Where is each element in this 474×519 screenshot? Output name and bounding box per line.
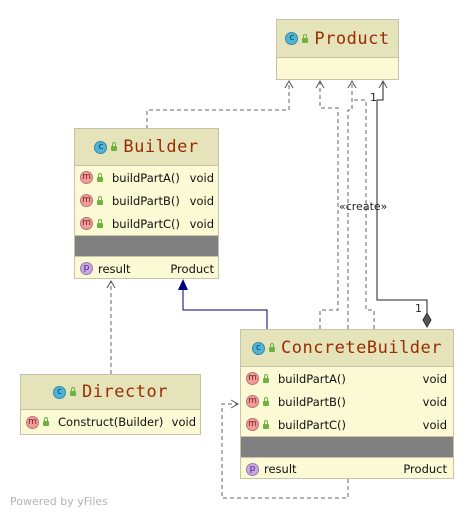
concrete-product-dependency-1 — [315, 79, 339, 329]
field-row: p result Product — [75, 256, 218, 280]
field-name: result — [264, 462, 297, 476]
class-header: c ConcreteBuilder — [241, 330, 453, 367]
public-lock-icon — [97, 172, 103, 182]
composition-diamond — [422, 311, 432, 329]
yfiles-credit: Powered by yFiles — [10, 495, 108, 508]
public-lock-icon — [268, 343, 275, 352]
method-name: buildPartB() — [278, 394, 346, 409]
class-builder[interactable]: c Builder m buildPartA() void m buildPar… — [74, 128, 219, 279]
public-lock-icon — [43, 417, 49, 426]
class-icon: c — [53, 385, 67, 399]
multiplicity-product: 1 — [370, 91, 377, 104]
class-concrete-builder[interactable]: c ConcreteBuilder m buildPartA() void m … — [240, 329, 454, 479]
field-type: Product — [170, 261, 214, 276]
method-name: buildPartC() — [278, 417, 346, 432]
method-row: m buildPartA() void — [241, 367, 453, 390]
class-header: c Director — [21, 375, 200, 410]
composition-link — [376, 79, 428, 319]
field-type: Product — [403, 462, 447, 476]
method-name: Construct(Builder) — [58, 415, 164, 429]
method-row: m buildPartC() void — [241, 413, 453, 436]
class-product[interactable]: c Product — [276, 19, 399, 80]
create-stereotype-label: «create» — [339, 200, 388, 213]
method-type: void — [422, 394, 447, 409]
method-row: m buildPartB() void — [241, 390, 453, 413]
method-icon: m — [246, 395, 259, 408]
method-icon: m — [80, 194, 93, 207]
method-icon: m — [80, 171, 93, 184]
method-icon: m — [80, 217, 93, 230]
public-lock-icon — [263, 373, 269, 383]
public-lock-icon — [97, 195, 103, 205]
method-row: m buildPartA() void — [75, 166, 218, 189]
public-lock-icon — [97, 218, 103, 228]
field-name: result — [98, 261, 131, 276]
method-name: buildPartB() — [112, 193, 180, 208]
method-type: void — [171, 415, 196, 429]
multiplicity-builder: 1 — [415, 302, 422, 315]
method-row: m buildPartC() void — [75, 212, 218, 235]
method-type: void — [189, 193, 214, 208]
inheritance-line — [182, 289, 268, 329]
method-type: void — [189, 216, 214, 231]
public-lock-icon — [111, 142, 118, 151]
property-icon: p — [80, 262, 93, 275]
property-icon: p — [246, 462, 259, 476]
method-icon: m — [26, 415, 39, 429]
class-director[interactable]: c Director m Construct(Builder) void — [20, 374, 201, 435]
method-name: buildPartA() — [278, 371, 346, 386]
class-title: Product — [314, 28, 390, 49]
class-title: ConcreteBuilder — [280, 338, 443, 358]
method-type: void — [189, 170, 214, 185]
public-lock-icon — [263, 396, 269, 406]
class-header: c Product — [277, 20, 398, 58]
methods-section: m buildPartA() void m buildPartB() void … — [75, 166, 218, 236]
method-icon: m — [246, 418, 259, 431]
class-icon: c — [251, 341, 265, 355]
builder-product-dependency — [146, 79, 294, 129]
methods-section: m buildPartA() void m buildPartB() void … — [241, 367, 453, 437]
class-header: c Builder — [75, 129, 218, 166]
method-row: m buildPartB() void — [75, 189, 218, 212]
class-icon: c — [285, 32, 299, 45]
public-lock-icon — [302, 33, 309, 43]
field-row: p result Product — [241, 457, 453, 480]
method-icon: m — [246, 372, 259, 385]
concrete-product-create — [347, 79, 357, 329]
method-type: void — [422, 371, 447, 386]
class-title: Builder — [123, 137, 199, 157]
public-lock-icon — [70, 387, 77, 396]
method-name: buildPartA() — [112, 170, 180, 185]
section-separator — [241, 437, 453, 457]
section-separator — [75, 236, 218, 256]
inheritance-arrowhead — [178, 279, 188, 290]
class-icon: c — [94, 140, 108, 154]
public-lock-icon — [263, 419, 269, 429]
method-row: m Construct(Builder) void — [21, 410, 200, 434]
method-name: buildPartC() — [112, 216, 180, 231]
concrete-product-dependency-2 — [352, 99, 375, 329]
method-type: void — [422, 417, 447, 432]
class-title: Director — [82, 382, 168, 402]
